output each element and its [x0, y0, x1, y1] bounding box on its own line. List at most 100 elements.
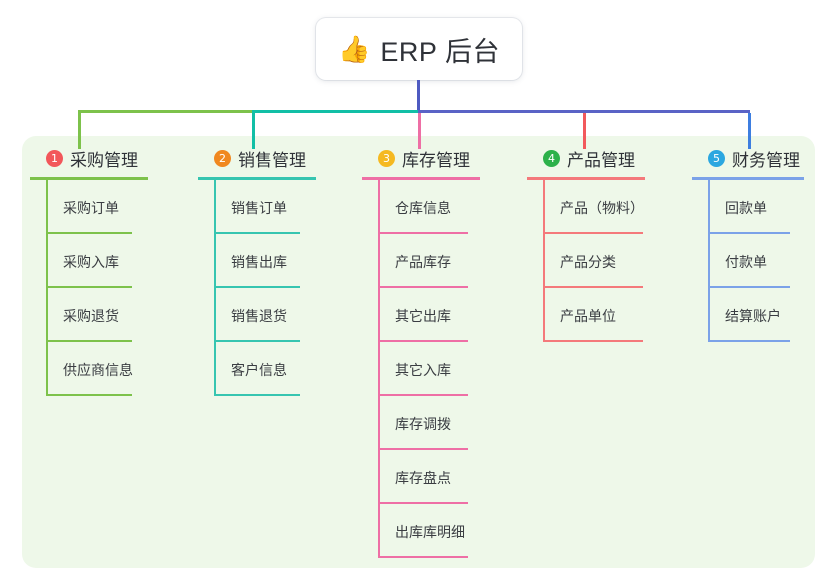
child-node-rule — [543, 286, 643, 288]
child-node[interactable]: 销售订单 — [198, 180, 316, 234]
child-node-rule — [46, 232, 132, 234]
child-node-rule — [708, 232, 790, 234]
child-node-rule — [543, 232, 643, 234]
child-node[interactable]: 客户信息 — [198, 342, 316, 396]
column-header-5[interactable]: 5 财务管理 — [692, 146, 804, 170]
child-node[interactable]: 产品单位 — [527, 288, 645, 342]
child-node-rule — [46, 286, 132, 288]
child-node-label: 供应商信息 — [63, 362, 133, 378]
bus-segment-green — [78, 110, 252, 113]
child-node-label: 产品库存 — [395, 254, 451, 270]
child-node[interactable]: 库存调拨 — [362, 396, 480, 450]
child-node-label: 销售退货 — [231, 308, 287, 324]
column-header-rule — [692, 177, 804, 180]
column-children: 采购订单采购入库采购退货供应商信息 — [30, 180, 148, 396]
child-node-label: 库存调拨 — [395, 416, 451, 432]
child-node-label: 采购退货 — [63, 308, 119, 324]
child-node-rule — [378, 556, 468, 558]
child-node[interactable]: 其它出库 — [362, 288, 480, 342]
diagram-panel — [22, 136, 815, 568]
child-node-rule — [46, 340, 132, 342]
child-node[interactable]: 库存盘点 — [362, 450, 480, 504]
child-node-label: 采购入库 — [63, 254, 119, 270]
child-node[interactable]: 销售退货 — [198, 288, 316, 342]
child-node[interactable]: 采购退货 — [30, 288, 148, 342]
child-node-label: 其它出库 — [395, 308, 451, 324]
root-node-title: ERP 后台 — [380, 36, 500, 67]
child-node-rule — [378, 502, 468, 504]
child-node-label: 其它入库 — [395, 362, 451, 378]
column-header-rule — [362, 177, 480, 180]
root-stem-connector — [417, 80, 420, 112]
column-4-产品管理: 4 产品管理产品（物料） 产品分类产品单位 — [527, 146, 645, 342]
child-node-rule — [708, 340, 790, 342]
child-node-label: 库存盘点 — [395, 470, 451, 486]
child-node-rule — [708, 286, 790, 288]
thumbs-up-icon: 👍 — [338, 34, 371, 64]
child-node[interactable]: 销售出库 — [198, 234, 316, 288]
child-node[interactable]: 仓库信息 — [362, 180, 480, 234]
child-node[interactable]: 供应商信息 — [30, 342, 148, 396]
child-node-label: 客户信息 — [231, 362, 287, 378]
column-header-3[interactable]: 3 库存管理 — [362, 146, 480, 170]
column-title: 产品管理 — [567, 150, 635, 170]
child-node-label: 产品单位 — [560, 308, 616, 324]
child-node-rule — [46, 394, 132, 396]
column-header-rule — [198, 177, 316, 180]
child-node-rule — [378, 232, 468, 234]
child-node-rule — [378, 448, 468, 450]
child-node-rule — [378, 286, 468, 288]
child-node[interactable]: 结算账户 — [692, 288, 804, 342]
child-node-label: 出库库明细 — [395, 524, 465, 540]
column-header-4[interactable]: 4 产品管理 — [527, 146, 645, 170]
badge-number-icon: 5 — [708, 149, 725, 167]
column-1-采购管理: 1 采购管理采购订单采购入库采购退货供应商信息 — [30, 146, 148, 396]
badge-number-icon: 2 — [214, 149, 231, 167]
column-title: 采购管理 — [70, 150, 138, 170]
column-children: 回款单付款单结算账户 — [692, 180, 804, 342]
root-node-erp-backend[interactable]: 👍 ERP 后台 — [316, 18, 522, 80]
column-2-销售管理: 2 销售管理销售订单销售出库销售退货客户信息 — [198, 146, 316, 396]
child-node-label: 仓库信息 — [395, 200, 451, 216]
child-node-label: 结算账户 — [725, 308, 781, 324]
child-node[interactable]: 其它入库 — [362, 342, 480, 396]
badge-number-icon: 4 — [543, 149, 560, 167]
badge-number-icon: 1 — [46, 149, 63, 167]
child-node-rule — [214, 286, 300, 288]
badge-number-icon: 3 — [378, 149, 395, 167]
column-spine — [214, 180, 216, 396]
bus-segment-purple — [418, 110, 750, 113]
child-node-rule — [543, 340, 643, 342]
child-node-rule — [214, 232, 300, 234]
child-node[interactable]: 产品库存 — [362, 234, 480, 288]
drop-line-3 — [418, 113, 421, 149]
column-header-rule — [527, 177, 645, 180]
drop-line-5 — [748, 113, 751, 149]
column-title: 销售管理 — [238, 150, 306, 170]
child-node[interactable]: 采购订单 — [30, 180, 148, 234]
column-header-2[interactable]: 2 销售管理 — [198, 146, 316, 170]
child-node-rule — [214, 394, 300, 396]
child-node[interactable]: 付款单 — [692, 234, 804, 288]
column-children: 销售订单销售出库销售退货客户信息 — [198, 180, 316, 396]
column-title: 库存管理 — [402, 150, 470, 170]
child-node-label: 采购订单 — [63, 200, 119, 216]
column-header-1[interactable]: 1 采购管理 — [30, 146, 148, 170]
column-5-财务管理: 5 财务管理回款单付款单结算账户 — [692, 146, 804, 342]
drop-line-1 — [78, 113, 81, 149]
child-node[interactable]: 采购入库 — [30, 234, 148, 288]
column-children: 仓库信息产品库存其它出库其它入库库存调拨库存盘点出库库明细 — [362, 180, 480, 558]
bus-segment-teal — [252, 110, 418, 113]
drop-line-4 — [583, 113, 586, 149]
column-title: 财务管理 — [732, 150, 800, 170]
child-node[interactable]: 产品分类 — [527, 234, 645, 288]
child-node[interactable]: 出库库明细 — [362, 504, 480, 558]
child-node[interactable]: 产品（物料） — [527, 180, 645, 234]
column-spine — [543, 180, 545, 342]
child-node-label: 回款单 — [725, 200, 767, 216]
child-node-label: 产品（物料） — [560, 200, 644, 216]
child-node-rule — [214, 340, 300, 342]
column-header-rule — [30, 177, 148, 180]
child-node[interactable]: 回款单 — [692, 180, 804, 234]
